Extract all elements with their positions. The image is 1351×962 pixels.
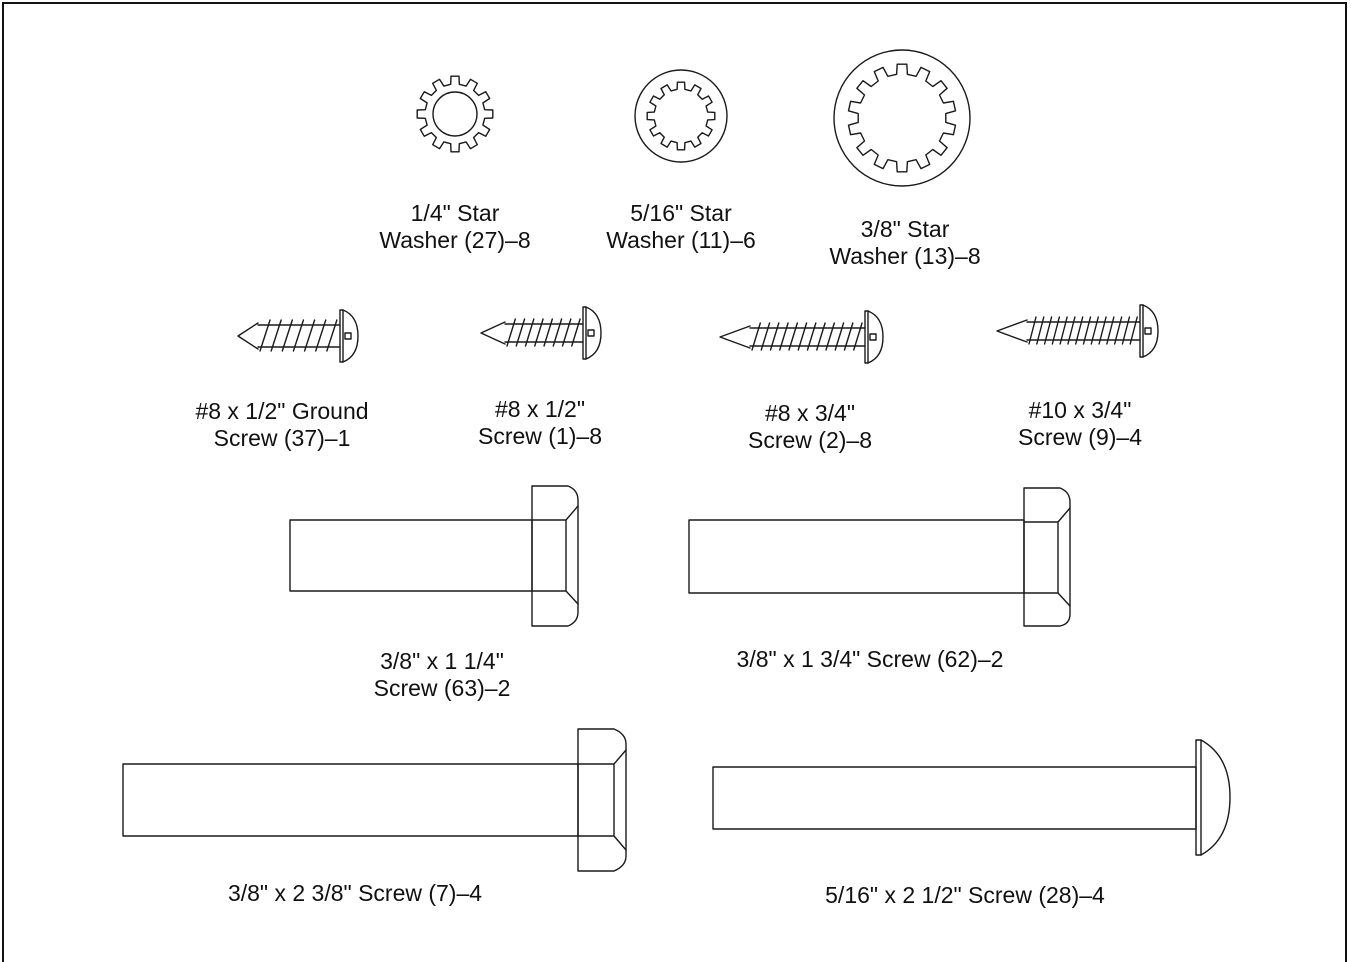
- screw-8-half-label-line1: #8 x 1/2": [494, 396, 585, 422]
- screw-8-three-quarter-label-line1: #8 x 3/4": [764, 400, 855, 426]
- bolt-2-3-8-drawing: [122, 728, 627, 872]
- washer-quarter-label: 1/4" Star Washer (27)–8: [340, 200, 570, 254]
- bolt-2-3-8-label: 3/8" x 2 3/8" Screw (7)–4: [185, 880, 525, 907]
- bolt-1-1-4-label: 3/8" x 1 1/4" Screw (63)–2: [327, 648, 557, 702]
- bolt-2-1-2-drawing: [712, 739, 1231, 856]
- screw-8-half-label-line2: Screw (1)–8: [478, 423, 602, 449]
- bolt-1-1-4-label-line1: 3/8" x 1 1/4": [380, 648, 504, 674]
- star-washer-three-eighths-drawing: [833, 49, 971, 187]
- screw-10-three-quarter-label: #10 x 3/4" Screw (9)–4: [970, 397, 1190, 451]
- ground-screw-label: #8 x 1/2" Ground Screw (37)–1: [152, 398, 412, 452]
- washer-three-eighths-label: 3/8" Star Washer (13)–8: [790, 216, 1020, 270]
- washer-five-sixteenths-label-line2: Washer (11)–6: [606, 227, 756, 253]
- screw-8-half-label: #8 x 1/2" Screw (1)–8: [430, 396, 650, 450]
- screw-10-three-quarter-label-line1: #10 x 3/4": [1028, 397, 1132, 423]
- washer-five-sixteenths-label-line1: 5/16" Star: [630, 200, 732, 226]
- screw-8-three-quarter-drawing: [719, 310, 884, 364]
- screw-10-three-quarter-label-line2: Screw (9)–4: [1018, 424, 1142, 450]
- washer-five-sixteenths-label: 5/16" Star Washer (11)–6: [566, 200, 796, 254]
- bolt-1-3-4-drawing: [688, 487, 1071, 627]
- bolt-1-3-4-label-line1: 3/8" x 1 3/4" Screw (62)–2: [736, 646, 1004, 672]
- star-washer-five-sixteenths-drawing: [634, 69, 728, 163]
- washer-three-eighths-label-line1: 3/8" Star: [860, 216, 950, 242]
- bolt-2-3-8-label-line1: 3/8" x 2 3/8" Screw (7)–4: [227, 880, 483, 906]
- bolt-1-1-4-label-line2: Screw (63)–2: [373, 675, 511, 701]
- screw-10-three-quarter-drawing: [996, 304, 1159, 358]
- ground-screw-drawing: [237, 309, 359, 363]
- bolt-2-1-2-label-line1: 5/16" x 2 1/2" Screw (28)–4: [825, 882, 1105, 908]
- ground-screw-label-line2: Screw (37)–1: [213, 425, 351, 451]
- bolt-2-1-2-label: 5/16" x 2 1/2" Screw (28)–4: [790, 882, 1140, 909]
- bolt-1-3-4-label: 3/8" x 1 3/4" Screw (62)–2: [700, 646, 1040, 673]
- ground-screw-label-line1: #8 x 1/2" Ground: [195, 398, 369, 424]
- washer-quarter-label-line1: 1/4" Star: [410, 200, 500, 226]
- screw-8-three-quarter-label-line2: Screw (2)–8: [748, 427, 872, 453]
- washer-quarter-label-line2: Washer (27)–8: [379, 227, 531, 253]
- screw-8-half-drawing: [480, 306, 602, 360]
- star-washer-quarter-drawing: [416, 75, 494, 153]
- washer-three-eighths-label-line2: Washer (13)–8: [829, 243, 981, 269]
- screw-8-three-quarter-label: #8 x 3/4" Screw (2)–8: [700, 400, 920, 454]
- bolt-1-1-4-drawing: [289, 485, 579, 627]
